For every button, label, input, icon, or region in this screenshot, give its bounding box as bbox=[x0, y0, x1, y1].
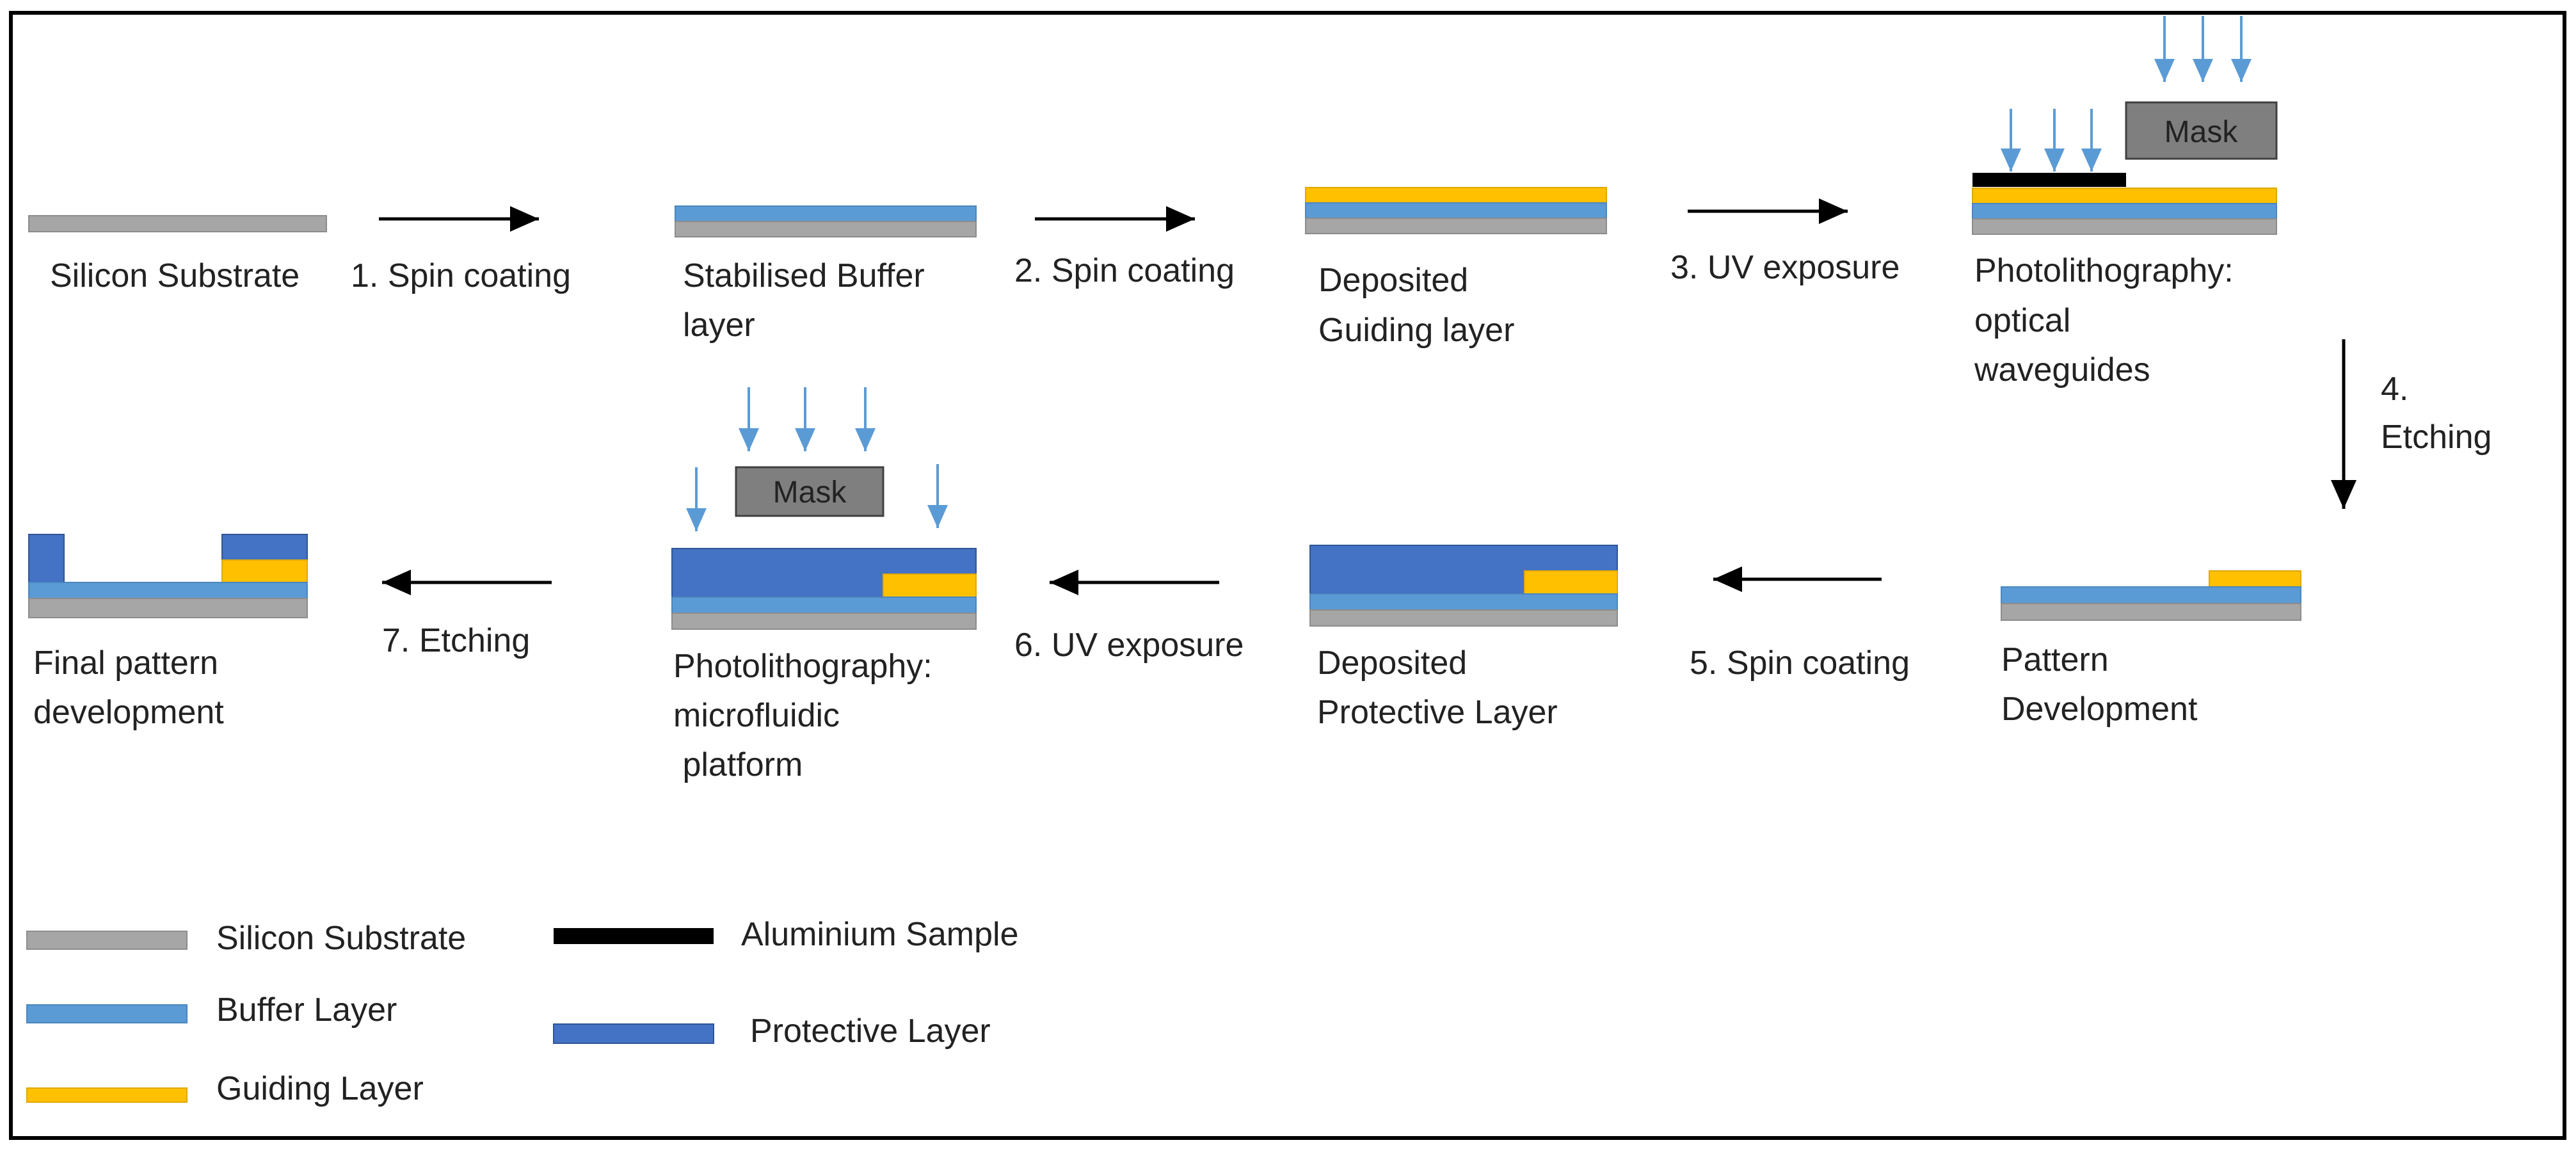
stage-caption: Photolithography: microfluidic platform bbox=[0, 0, 997, 783]
legend-label: Buffer Layer bbox=[216, 991, 397, 1029]
substrate-layer bbox=[28, 598, 308, 618]
legend-label: Aluminium Sample bbox=[741, 916, 1019, 953]
stage-caption: Silicon Substrate bbox=[50, 257, 300, 294]
aluminium-sample-layer bbox=[1972, 173, 2126, 187]
substrate-layer bbox=[1305, 218, 1607, 234]
stage-photolithography-optical-waveguides: Mask Photolithography: optical waveguide… bbox=[1972, 16, 2278, 389]
substrate-layer bbox=[28, 215, 327, 232]
legend-label: Protective Layer bbox=[750, 1013, 991, 1050]
substrate-layer bbox=[1972, 218, 2277, 235]
legend-swatch bbox=[26, 1004, 188, 1023]
step-label: 7. Etching bbox=[382, 622, 530, 659]
guiding-layer bbox=[221, 559, 308, 583]
mask: Mask bbox=[2125, 101, 2278, 160]
stage-stabilised-buffer-layer: Stabilised Buffer layer bbox=[675, 205, 977, 344]
step-5-spin-coating: 5. Spin coating bbox=[1690, 566, 1910, 682]
substrate-layer bbox=[675, 221, 977, 237]
guiding-layer bbox=[1972, 188, 2277, 204]
step-3-uv-exposure: 3. UV exposure bbox=[1670, 198, 1900, 286]
stage-caption: Deposited Guiding layer bbox=[1318, 262, 1514, 349]
stage-pattern-development: Pattern Development bbox=[2001, 570, 2301, 728]
legend-item-protective: Protective Layer bbox=[553, 1013, 991, 1050]
mask-block bbox=[735, 466, 884, 517]
step-label: 1. Spin coating bbox=[351, 257, 571, 294]
step-label: 4. Etching bbox=[2381, 371, 2492, 456]
substrate-layer bbox=[671, 613, 977, 630]
step-7-etching: 7. Etching bbox=[382, 570, 552, 659]
guiding-layer bbox=[1524, 570, 1618, 595]
buffer-layer bbox=[28, 582, 308, 599]
step-label: 6. UV exposure bbox=[1014, 627, 1244, 664]
step-1-spin-coating: 1. Spin coating bbox=[351, 206, 571, 294]
step-4-etching: 4. Etching bbox=[2331, 339, 2492, 509]
legend-label: Silicon Substrate bbox=[216, 920, 466, 957]
legend-label: Guiding Layer bbox=[216, 1070, 424, 1107]
step-label: 5. Spin coating bbox=[1690, 645, 1910, 682]
buffer-layer bbox=[1972, 203, 2277, 220]
stage-caption: Final pattern development bbox=[33, 645, 228, 731]
mask-label: Mask bbox=[773, 476, 847, 509]
legend-item-guiding: Guiding Layer bbox=[26, 1070, 424, 1107]
stage-silicon-substrate: Silicon Substrate bbox=[28, 215, 327, 294]
mask-block bbox=[2125, 101, 2278, 160]
protective-layer bbox=[28, 534, 65, 583]
buffer-layer bbox=[1305, 202, 1607, 219]
diagram-frame bbox=[9, 11, 2566, 1140]
buffer-layer bbox=[675, 205, 977, 222]
guiding-layer bbox=[2209, 570, 2301, 588]
legend-item-substrate: Silicon Substrate bbox=[26, 920, 466, 957]
step-2-spin-coating: 2. Spin coating bbox=[1014, 206, 1235, 289]
legend: Silicon Substrate Buffer Layer Guiding L… bbox=[26, 916, 1019, 1107]
stage-caption: Photolithography: optical waveguides bbox=[1974, 252, 2243, 389]
buffer-layer bbox=[2001, 586, 2301, 604]
stage-deposited-protective-layer: Deposited Protective Layer bbox=[1309, 545, 1618, 731]
stage-deposited-guiding-layer: Deposited Guiding layer bbox=[1305, 187, 1607, 349]
stage-photolithography-microfluidic-platform: Mask Photolithography: microfluidic plat… bbox=[0, 0, 997, 783]
legend-swatch bbox=[554, 928, 714, 944]
buffer-layer bbox=[671, 597, 977, 614]
substrate-layer bbox=[1309, 609, 1618, 627]
step-6-uv-exposure: 6. UV exposure bbox=[1014, 570, 1244, 664]
guiding-layer bbox=[1305, 187, 1607, 204]
legend-swatch bbox=[26, 1087, 188, 1103]
legend-swatch bbox=[553, 1023, 714, 1044]
guiding-layer bbox=[883, 573, 977, 598]
protective-layer bbox=[221, 534, 308, 561]
legend-swatch bbox=[26, 931, 188, 950]
stage-caption: Stabilised Buffer layer bbox=[683, 257, 934, 344]
stage-caption: Pattern Development bbox=[2001, 641, 2198, 728]
stage-caption: Deposited Protective Layer bbox=[1317, 645, 1558, 731]
mask-label: Mask bbox=[2164, 115, 2239, 149]
substrate-layer bbox=[2001, 603, 2301, 621]
legend-item-buffer: Buffer Layer bbox=[26, 991, 397, 1029]
step-label: 3. UV exposure bbox=[1670, 249, 1900, 286]
legend-item-aluminium: Aluminium Sample bbox=[554, 916, 1019, 953]
buffer-layer bbox=[1309, 593, 1618, 611]
step-label: 2. Spin coating bbox=[1014, 252, 1235, 289]
mask: Mask bbox=[735, 466, 884, 517]
stage-final-pattern-development: Final pattern development bbox=[28, 534, 308, 731]
